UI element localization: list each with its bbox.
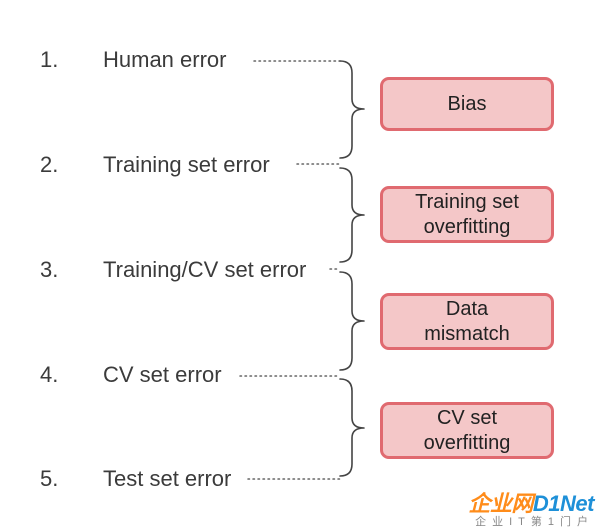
step-label-test-set-error: Test set error bbox=[103, 466, 232, 491]
watermark-brand: 企业网D1Net bbox=[468, 493, 594, 515]
watermark-subtitle: 企业IT第1门户 bbox=[475, 516, 594, 528]
watermark-brand-cn: 企业网 bbox=[468, 491, 533, 516]
bracket-data-mismatch bbox=[339, 271, 365, 371]
step-number-1: 1. bbox=[40, 47, 59, 72]
step-number-2: 2. bbox=[40, 152, 59, 177]
category-box-data-mismatch: Data mismatch bbox=[380, 293, 554, 350]
step-number-5: 5. bbox=[40, 466, 59, 491]
bracket-training-overfitting bbox=[339, 167, 365, 263]
bracket-bias bbox=[339, 60, 365, 159]
bracket-cv-overfitting bbox=[339, 378, 365, 477]
step-label-human-error: Human error bbox=[103, 47, 227, 72]
category-line: overfitting bbox=[423, 215, 511, 238]
category-line: overfitting bbox=[423, 431, 511, 454]
category-box-bias: Bias bbox=[380, 77, 554, 131]
step-label-training-set-error: Training set error bbox=[103, 152, 270, 177]
watermark-brand-en: D1Net bbox=[532, 491, 595, 516]
category-line: Bias bbox=[447, 92, 487, 115]
category-line: mismatch bbox=[424, 322, 510, 345]
step-number-4: 4. bbox=[40, 362, 59, 387]
watermark-logo: 企业网D1Net 企业IT第1门户 bbox=[468, 493, 594, 529]
category-box-training-set-overfitting: Training set overfitting bbox=[380, 186, 554, 243]
category-line: Data bbox=[445, 297, 489, 320]
category-box-cv-set-overfitting: CV set overfitting bbox=[380, 402, 554, 459]
step-number-3: 3. bbox=[40, 257, 59, 282]
category-line: Training set bbox=[415, 190, 519, 213]
category-line: CV set bbox=[436, 406, 498, 429]
step-label-cv-set-error: CV set error bbox=[103, 362, 222, 387]
step-label-training-cv-set-error: Training/CV set error bbox=[103, 257, 307, 282]
